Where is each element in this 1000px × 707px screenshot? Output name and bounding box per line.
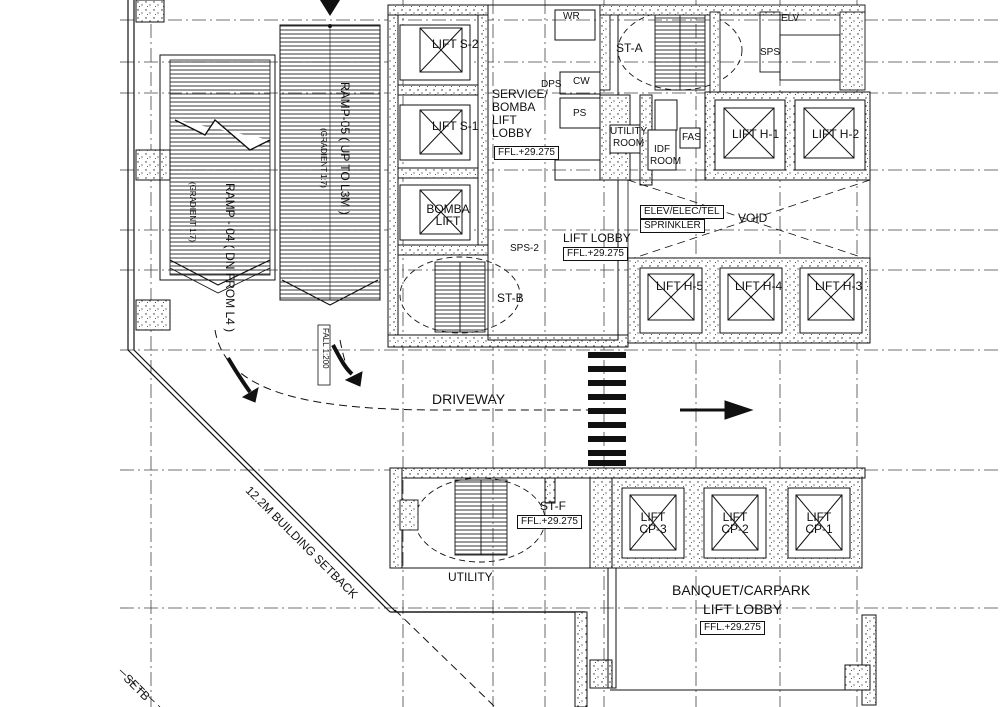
idf-room-label-1: IDF	[654, 144, 671, 155]
elv-label: ELV	[781, 13, 800, 24]
service-ffl-label: FFL.+29.275	[494, 146, 559, 160]
utility-label: UTILITY	[448, 570, 493, 584]
stair-st-a	[599, 4, 866, 93]
elev-elec-label-2: SPRINKLER	[640, 219, 705, 233]
st-f-ffl-label: FFL.+29.275	[517, 515, 582, 529]
wr-label: WR	[563, 11, 580, 22]
idf-room-label-2: ROOM	[650, 156, 682, 167]
elev-elec-label-1: ELEV/ELEC/TEL	[640, 205, 724, 219]
dps-label: DPS	[541, 79, 562, 90]
service-lobby-label-1: SERVICE/	[492, 87, 548, 101]
lift-h3-label: LIFT H-3	[815, 279, 863, 293]
driveway-arrows	[226, 344, 754, 420]
ramp-04-label: RAMP - 04 ( DN FROM L4 )	[223, 183, 237, 333]
lift-lobby-label: LIFT LOBBY	[563, 231, 631, 245]
h-lifts-bottom	[627, 257, 871, 344]
banquet-lobby-label-1: BANQUET/CARPARK	[672, 582, 811, 598]
lift-h1-label: LIFT H-1	[732, 127, 780, 141]
stair-st-f-label: ST-F	[540, 499, 566, 513]
ramp-05	[279, 0, 381, 306]
lift-cp1-label: LIFT CP-1	[805, 510, 833, 536]
service-lobby-walls	[487, 4, 701, 341]
zebra-crossing	[588, 352, 626, 466]
lower-core	[389, 467, 866, 569]
service-lobby-label-2: BOMBA	[492, 100, 536, 114]
bottom-lobby	[574, 567, 877, 707]
left-wall	[127, 0, 585, 613]
service-lobby-label-4: LOBBY	[492, 126, 533, 140]
ramp-04	[159, 54, 276, 294]
lift-cp2-label: LIFT CP-2	[721, 510, 749, 536]
ramp-04-gradient: (GRADIENT 1:7)	[188, 182, 197, 242]
lift-shafts	[399, 24, 471, 241]
lift-h5-label: LIFT H-5	[656, 279, 704, 293]
bomba-lift-label: BOMBA LIFT	[426, 202, 470, 228]
ps-label: PS	[573, 108, 587, 119]
setback-line	[394, 609, 496, 707]
ramp-05-gradient: (GRADIENT 1:7)	[319, 128, 328, 188]
banquet-ffl-label: FFL.+29.275	[700, 621, 765, 635]
fall-label: FALL 1:200	[321, 328, 330, 369]
ramp-05-label: RAMP-05 ( UP TO L3M )	[338, 82, 352, 215]
void-label: VOID	[738, 211, 768, 225]
lift-s2-label: LIFT S-2	[432, 37, 479, 51]
lift-s1-label: LIFT S-1	[432, 119, 479, 133]
banquet-lobby-label-2: LIFT LOBBY	[703, 601, 783, 617]
driveway-label: DRIVEWAY	[432, 391, 506, 407]
utility-room-label-1: UTILITY	[610, 126, 648, 137]
lift-h4-label: LIFT H-4	[735, 279, 783, 293]
cw-label: CW	[573, 76, 590, 87]
lift-h2-label: LIFT H-2	[812, 127, 860, 141]
h-lifts-top	[704, 91, 871, 181]
stair-st-b-label: ST-B	[497, 291, 524, 305]
service-lobby-label-3: LIFT	[492, 113, 517, 127]
lift-lobby-ffl-label: FFL.+29.275	[563, 247, 628, 261]
lift-cp3-label: LIFT CP-3	[639, 510, 667, 536]
sps2-label: SPS-2	[510, 243, 539, 254]
utility-room-label-2: ROOM	[613, 138, 645, 149]
sps-label: SPS	[760, 47, 781, 58]
stair-st-b	[399, 256, 521, 334]
fas-label: FAS	[682, 132, 701, 143]
stair-st-f	[399, 477, 590, 569]
stair-st-a-label: ST-A	[616, 41, 643, 55]
